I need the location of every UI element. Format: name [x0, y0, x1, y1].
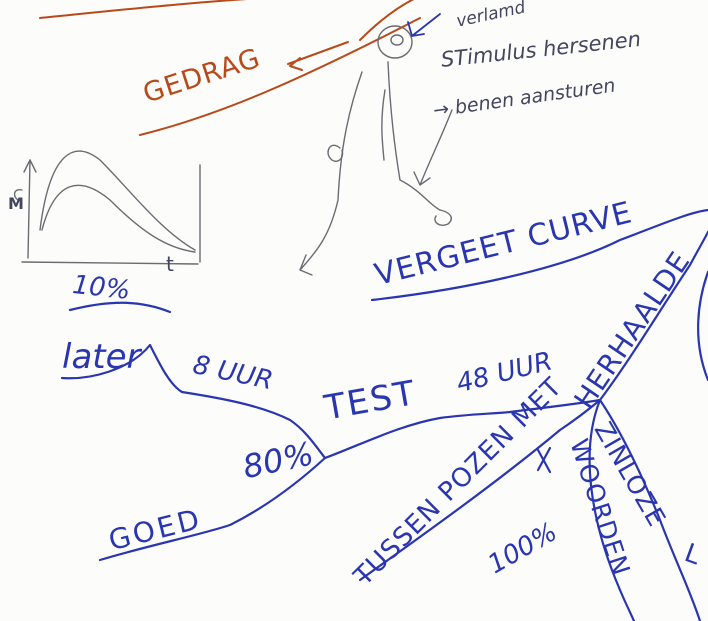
- ten-percent-label: 10%: [71, 270, 132, 306]
- graph-y-axis-label: M: [8, 194, 24, 213]
- gedrag-top-stroke: [39, 0, 248, 19]
- branch-vergeet-curve: [370, 208, 708, 302]
- later-label: later: [62, 337, 141, 377]
- branch-later: [60, 343, 184, 394]
- branch-woorden: [588, 398, 636, 621]
- branch-tussen-pozen: [358, 398, 602, 582]
- gedrag-upper-branch: [359, 0, 415, 41]
- gedrag-underline-branch: [139, 17, 421, 136]
- branch-goed: [98, 456, 327, 562]
- branch-test: [323, 410, 512, 460]
- branch-zinloze: [598, 398, 702, 621]
- gedrag-arrow: [287, 41, 349, 71]
- branch-herhaalde: [598, 230, 708, 402]
- graph-x-axis-label: t: [166, 252, 174, 276]
- branch-right-bracket: [697, 270, 708, 382]
- stick-figure-drawing: [299, 25, 452, 276]
- forgetting-curve-graph: [13, 150, 201, 265]
- leg-arrow: [413, 109, 453, 186]
- branch-48-uur: [508, 398, 602, 414]
- cross-mark: [536, 446, 552, 474]
- mind-map-branches: [60, 208, 708, 621]
- branch-ten-percent: [68, 301, 172, 314]
- head-arrow: [407, 13, 441, 37]
- branch-8-uur: [180, 390, 327, 460]
